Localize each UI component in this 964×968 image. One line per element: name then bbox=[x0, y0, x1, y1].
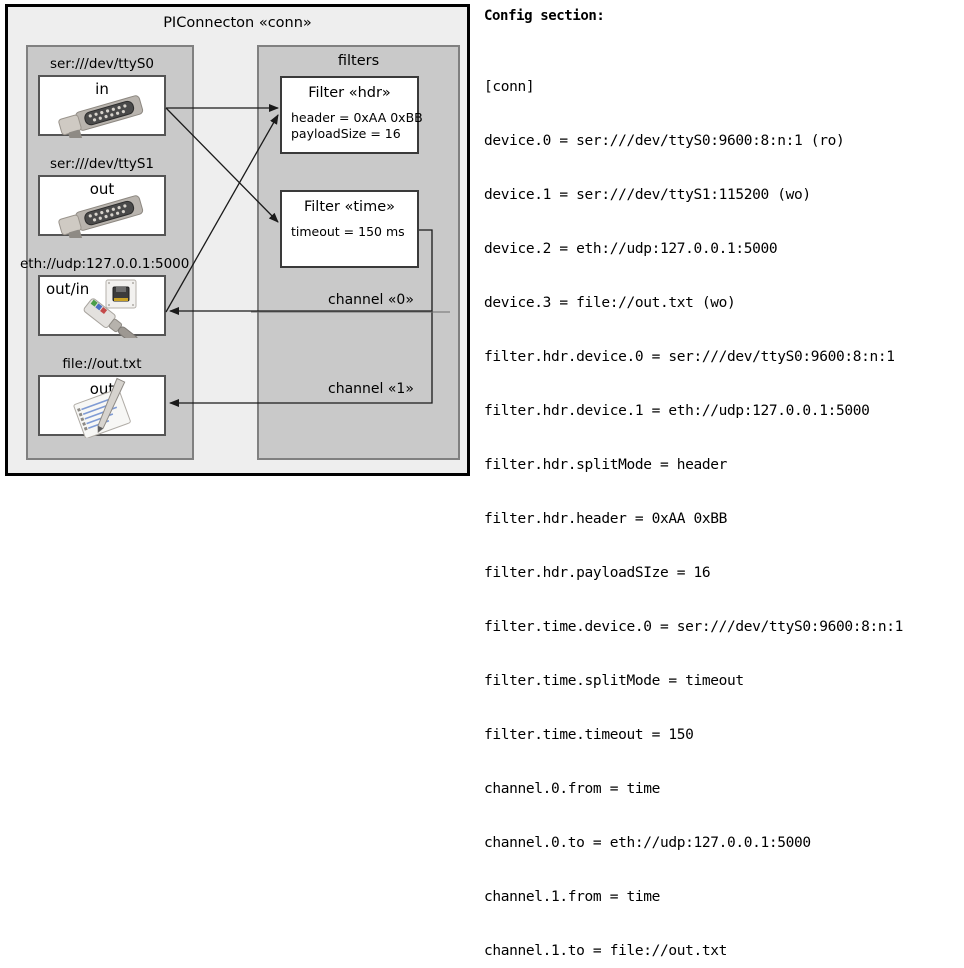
device-icon-box: out/in bbox=[38, 275, 166, 338]
diagram-title: PIConnecton «conn» bbox=[163, 15, 312, 31]
device-item-serial0[interactable]: ser:///dev/ttyS0 in bbox=[26, 56, 178, 138]
serial-port-icon bbox=[58, 95, 144, 138]
config-line: device.3 = file://out.txt (wo) bbox=[484, 295, 736, 311]
device-icon-box: out bbox=[38, 175, 166, 238]
config-line: [conn] bbox=[484, 79, 535, 95]
device-label: in bbox=[95, 80, 109, 98]
config-line: channel.0.to = eth://udp:127.0.0.1:5000 bbox=[484, 835, 811, 851]
config-line: device.1 = ser:///dev/ttyS1:115200 (wo) bbox=[484, 187, 811, 203]
filter-time[interactable]: Filter «time» timeout = 150 ms bbox=[280, 190, 419, 268]
filter-title: Filter «hdr» bbox=[308, 85, 391, 101]
config-line: filter.hdr.splitMode = header bbox=[484, 457, 728, 473]
filter-attr: header = 0xAA 0xBB bbox=[291, 110, 423, 125]
config-line: device.2 = eth://udp:127.0.0.1:5000 bbox=[484, 241, 778, 257]
device-caption: eth://udp:127.0.0.1:5000 bbox=[20, 256, 190, 272]
filter-title: Filter «time» bbox=[303, 199, 396, 215]
device-item-serial1[interactable]: ser:///dev/ttyS1 out bbox=[26, 156, 178, 238]
text-file-icon bbox=[73, 377, 131, 438]
config-line: filter.time.timeout = 150 bbox=[484, 727, 694, 743]
device-label: out bbox=[89, 180, 115, 198]
channel-label-1: channel «1» bbox=[328, 381, 414, 397]
device-item-ethernet[interactable]: eth://udp:127.0.0.1:5000 out/in bbox=[20, 256, 190, 338]
filter-attr: timeout = 150 ms bbox=[291, 224, 405, 239]
architecture-diagram: PIConnecton «conn» filters ser:///dev/tt… bbox=[0, 0, 478, 484]
device-icon-box: in bbox=[38, 75, 166, 138]
filter-attr: payloadSize = 16 bbox=[291, 126, 401, 141]
device-label: out/in bbox=[46, 280, 90, 298]
filter-attributes: timeout = 150 ms bbox=[291, 224, 405, 240]
filter-hdr[interactable]: Filter «hdr» header = 0xAA 0xBB payloadS… bbox=[280, 76, 423, 154]
config-line: filter.time.device.0 = ser:///dev/ttyS0:… bbox=[484, 619, 903, 635]
ethernet-jack-icon bbox=[83, 279, 139, 338]
device-icon-box: out bbox=[38, 375, 166, 438]
filter-attributes: header = 0xAA 0xBB payloadSize = 16 bbox=[291, 110, 423, 142]
config-line: filter.hdr.header = 0xAA 0xBB bbox=[484, 511, 728, 527]
serial-port-icon bbox=[58, 195, 144, 238]
config-line: device.0 = ser:///dev/ttyS0:9600:8:n:1 (… bbox=[484, 133, 845, 149]
config-line: filter.time.splitMode = timeout bbox=[484, 673, 744, 689]
device-caption: ser:///dev/ttyS1 bbox=[50, 156, 154, 172]
config-line: channel.1.to = file://out.txt bbox=[484, 943, 728, 959]
filters-title: filters bbox=[337, 53, 380, 69]
channel-label-0: channel «0» bbox=[328, 292, 414, 308]
device-item-file[interactable]: file://out.txt out bbox=[26, 356, 178, 438]
config-heading: Config section: bbox=[484, 8, 605, 24]
config-lines: [conn] device.0 = ser:///dev/ttyS0:9600:… bbox=[484, 42, 903, 968]
device-caption: file://out.txt bbox=[62, 356, 142, 372]
config-section: Config section: [conn] device.0 = ser://… bbox=[480, 0, 964, 959]
config-line: filter.hdr.device.0 = ser:///dev/ttyS0:9… bbox=[484, 349, 895, 365]
config-line: channel.1.from = time bbox=[484, 889, 660, 905]
config-line: filter.hdr.device.1 = eth://udp:127.0.0.… bbox=[484, 403, 870, 419]
config-line: channel.0.from = time bbox=[484, 781, 660, 797]
device-caption: ser:///dev/ttyS0 bbox=[50, 56, 154, 72]
config-line: filter.hdr.payloadSIze = 16 bbox=[484, 565, 711, 581]
